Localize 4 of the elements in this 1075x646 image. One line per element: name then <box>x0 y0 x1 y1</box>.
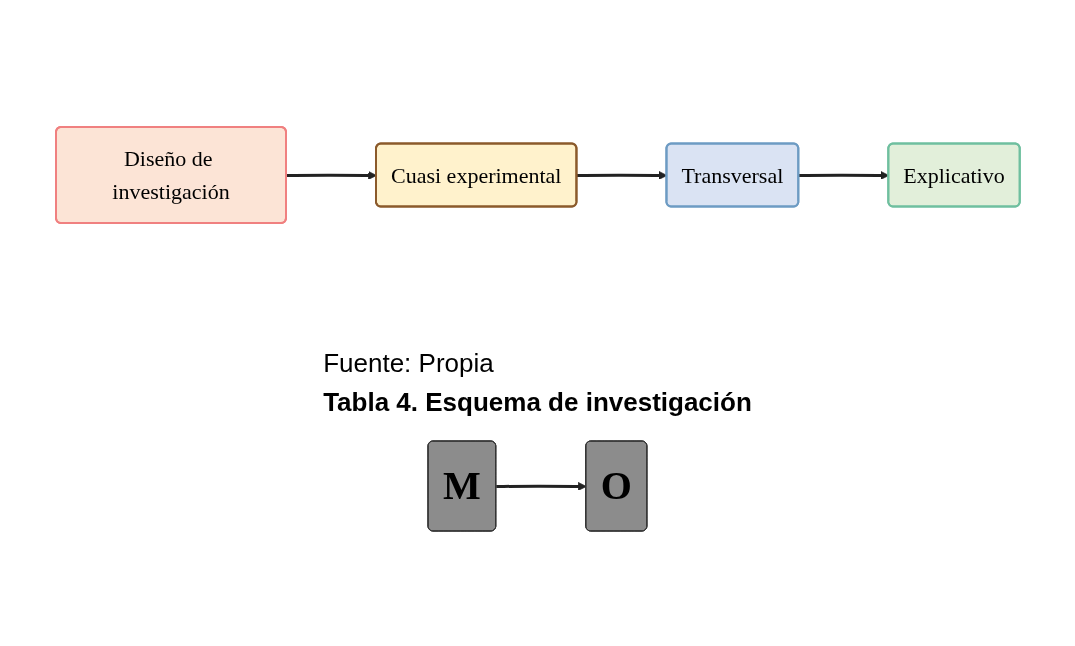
arrow <box>576 171 667 180</box>
source-note: Fuente: Propia <box>323 348 495 379</box>
table-caption: Tabla 4. Esquema de investigación <box>323 387 752 418</box>
arrow <box>496 482 587 491</box>
